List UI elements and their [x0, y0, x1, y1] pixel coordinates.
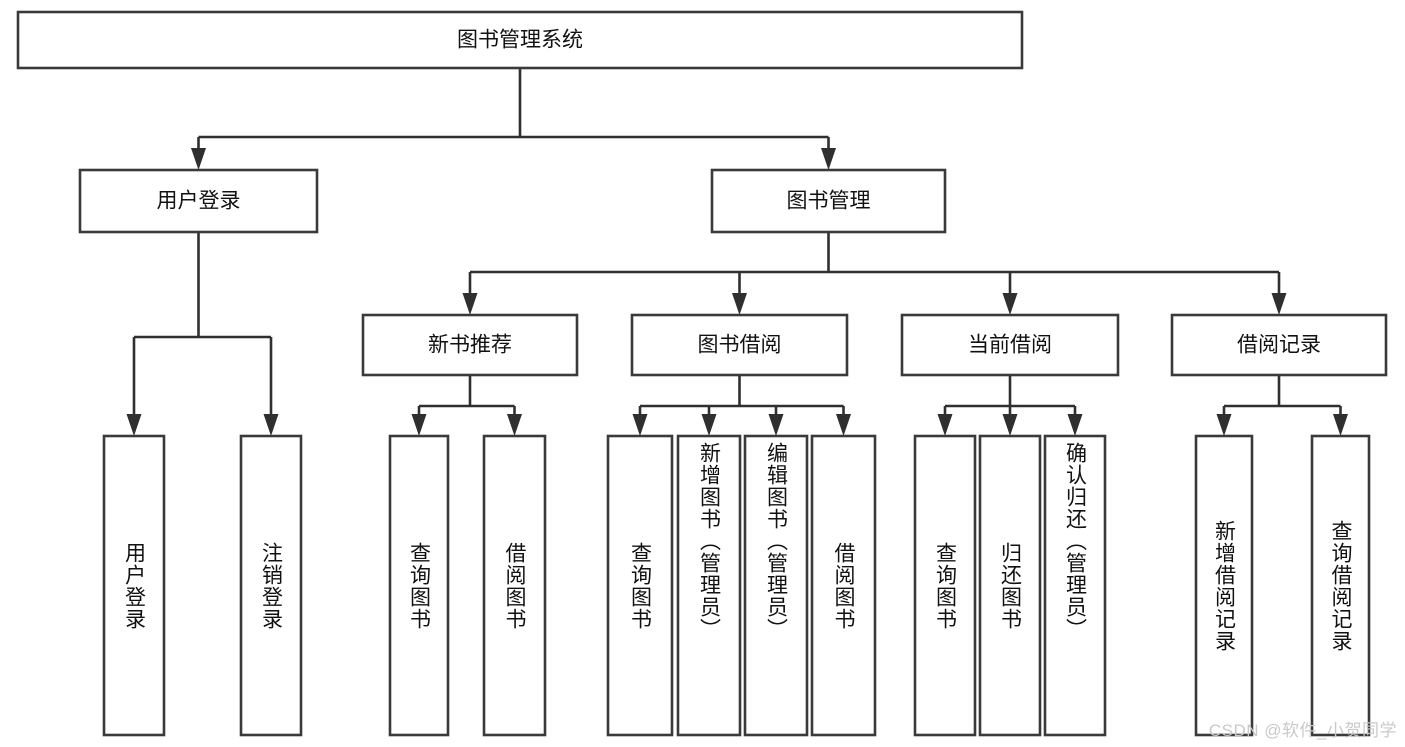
node-box-l-edit-book-admin[interactable] [743, 434, 809, 737]
edge-layer [126, 68, 1348, 436]
node-box-n-book-mgmt[interactable] [710, 168, 947, 234]
arrow-head-icon [821, 148, 836, 170]
arrow-head-icon [462, 293, 478, 315]
node-box-l-return-book[interactable] [978, 434, 1042, 737]
node-label-n-current-borrow: 当前借阅 [968, 334, 1052, 357]
node-label-n-book-borrow: 图书借阅 [698, 334, 782, 357]
node-box-l-user-login[interactable] [102, 434, 166, 737]
arrow-head-icon [507, 414, 522, 436]
arrow-head-icon [263, 414, 279, 436]
arrow-head-icon [1002, 293, 1018, 315]
arrow-head-icon [732, 293, 747, 315]
arrow-head-icon [1216, 414, 1232, 436]
node-box-l-borrow-book-2[interactable] [810, 434, 877, 737]
node-box-l-add-book-admin[interactable] [676, 434, 742, 737]
arrow-head-icon [701, 414, 717, 436]
arrow-head-icon [411, 414, 427, 436]
node-box-l-add-borrow-record[interactable] [1194, 434, 1254, 737]
node-label-n-user-login: 用户登录 [157, 190, 241, 213]
node-box-l-query-book-3[interactable] [913, 434, 977, 737]
arrow-head-icon [632, 414, 648, 436]
arrow-head-icon [836, 414, 851, 436]
arrow-head-icon [1067, 414, 1083, 436]
arrow-head-icon [937, 414, 953, 436]
arrow-head-icon [126, 414, 142, 436]
node-box-root[interactable] [16, 10, 1024, 70]
node-label-root: 图书管理系统 [457, 29, 583, 52]
node-box-n-book-borrow[interactable] [630, 313, 849, 377]
node-label-n-book-mgmt: 图书管理 [787, 190, 871, 213]
node-label-n-new-book-rec: 新书推荐 [428, 334, 512, 357]
arrow-head-icon [1271, 293, 1287, 315]
node-box-n-borrow-record[interactable] [1170, 313, 1388, 377]
arrow-head-icon [191, 148, 206, 170]
node-box-n-user-login[interactable] [78, 168, 319, 234]
node-box-l-query-book-1[interactable] [388, 434, 450, 737]
node-box-n-current-borrow[interactable] [900, 313, 1120, 377]
csdn-watermark: CSDN @软件_小贺同学 [1208, 721, 1397, 740]
node-box-l-borrow-book-1[interactable] [482, 434, 547, 737]
arrow-head-icon [768, 414, 784, 436]
node-box-l-query-book-2[interactable] [606, 434, 674, 737]
node-box-n-new-book-rec[interactable] [361, 313, 579, 377]
arrow-head-icon [1333, 414, 1348, 436]
node-label-n-borrow-record: 借阅记录 [1237, 334, 1321, 357]
node-box-l-logout[interactable] [239, 434, 303, 737]
arrow-head-icon [1002, 414, 1018, 436]
node-box-l-query-borrow-record[interactable] [1310, 434, 1371, 737]
node-box-l-confirm-return-admin[interactable] [1043, 434, 1107, 737]
